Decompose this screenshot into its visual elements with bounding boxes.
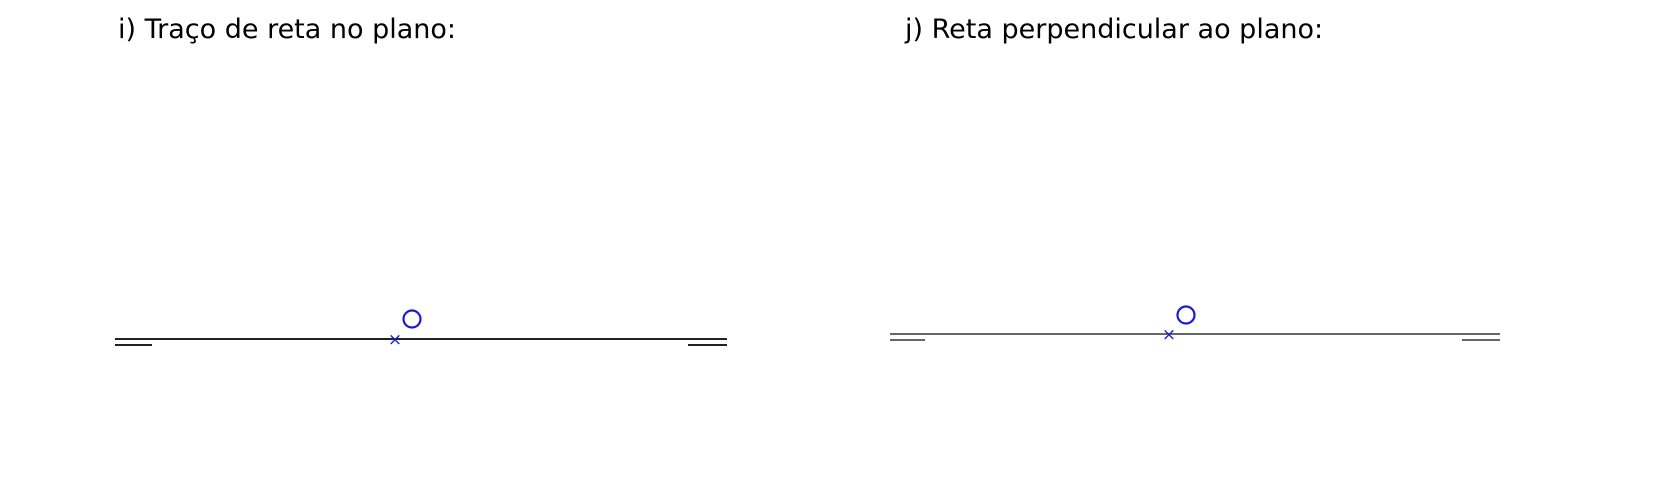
point-x-marker-i: ×	[388, 330, 402, 350]
exercise-i-title: i) Traço de reta no plano:	[118, 14, 457, 45]
point-o-marker-i	[402, 309, 422, 329]
point-o-marker-j	[1176, 305, 1196, 325]
exercise-j-diagram: ×	[890, 305, 1500, 345]
exercise-j-title: j) Reta perpendicular ao plano:	[905, 14, 1324, 45]
exercise-i-diagram: ×	[115, 309, 727, 350]
point-x-marker-j: ×	[1162, 325, 1176, 345]
